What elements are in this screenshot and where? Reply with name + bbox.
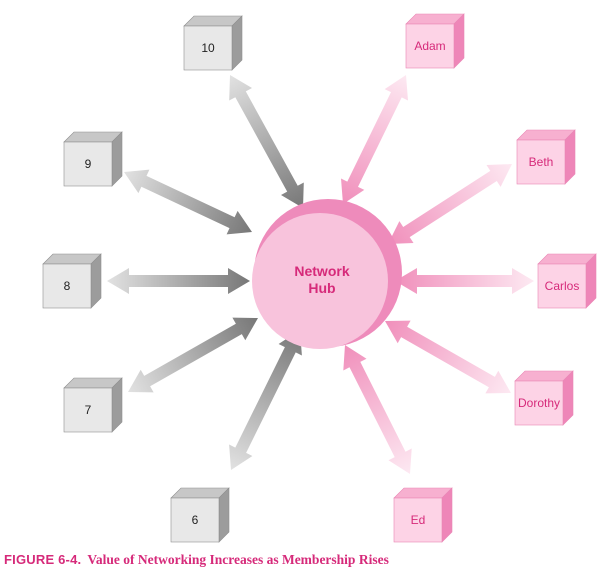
gray-node-6-label: 6 xyxy=(192,513,199,527)
gray-node-8-label: 8 xyxy=(64,279,71,293)
gray-node-8-box-side xyxy=(90,253,102,309)
figure-number: FIGURE 6-4. xyxy=(4,552,82,567)
gray-node-9-box-front xyxy=(63,141,113,187)
gray-node-10-label: 10 xyxy=(201,41,215,55)
network-diagram: Network Hub 10 9 8 7 6 AdamBethCarlosDorothyE… xyxy=(42,13,597,543)
gray-node-6-box: 6 xyxy=(170,487,230,543)
pink-node-dorothy-arrow xyxy=(385,320,511,394)
pink-node-carlos-label: Carlos xyxy=(545,279,580,293)
pink-node-carlos-box-front xyxy=(537,263,587,309)
pink-node-ed-arrow xyxy=(343,345,412,474)
gray-node-9-box-side xyxy=(111,131,123,187)
pink-node-adam-arrow xyxy=(341,75,408,204)
pink-node-dorothy-box-side xyxy=(562,370,574,426)
gray-node-9-box: 9 xyxy=(63,131,123,187)
pink-node-dorothy-box: Dorothy xyxy=(514,370,574,426)
pink-node-ed-box: Ed xyxy=(393,487,453,543)
pink-node-beth-arrow xyxy=(388,164,512,244)
pink-node-dorothy-label: Dorothy xyxy=(518,396,560,410)
pink-node-beth-box: Beth xyxy=(516,129,576,185)
gray-node-9-arrow xyxy=(124,169,252,235)
gray-node-8-box-front xyxy=(42,263,92,309)
pink-node-ed-label: Ed xyxy=(411,513,426,527)
pink-node-adam-label: Adam xyxy=(414,39,445,53)
gray-node-6-arrow xyxy=(229,330,302,470)
pink-node-beth-box-side xyxy=(564,129,576,185)
pink-node-beth-box-front xyxy=(516,139,566,185)
network-hub: Network Hub xyxy=(252,199,402,349)
figure-caption: FIGURE 6-4. Value of Networking Increases… xyxy=(4,551,389,569)
gray-node-7-box-side xyxy=(111,377,123,433)
hub-label-line2: Hub xyxy=(308,280,335,296)
hub-label-line1: Network xyxy=(294,263,349,279)
gray-node-6-box-front xyxy=(170,497,220,543)
pink-node-beth-label: Beth xyxy=(529,155,554,169)
gray-node-8-box: 8 xyxy=(42,253,102,309)
arrows-layer xyxy=(107,75,534,474)
gray-node-10-arrow xyxy=(229,75,304,208)
gray-node-8-arrow xyxy=(107,268,250,294)
gray-node-10-box: 10 xyxy=(183,15,243,71)
pink-node-ed-box-front xyxy=(393,497,443,543)
gray-node-9-label: 9 xyxy=(85,157,92,171)
gray-node-7-arrow xyxy=(128,317,258,393)
gray-node-10-box-side xyxy=(231,15,243,71)
hub-circle xyxy=(252,213,388,349)
pink-node-adam-box-front xyxy=(405,23,455,69)
pink-node-carlos-box-side xyxy=(585,253,597,309)
gray-node-7-box-front xyxy=(63,387,113,433)
figure-title: Value of Networking Increases as Members… xyxy=(87,552,389,567)
gray-node-10-box-front xyxy=(183,25,233,71)
pink-node-dorothy-box-front xyxy=(514,380,564,426)
pink-node-carlos-box: Carlos xyxy=(537,253,597,309)
gray-node-6-box-side xyxy=(218,487,230,543)
pink-node-adam-box-side xyxy=(453,13,465,69)
gray-node-7-label: 7 xyxy=(85,403,92,417)
pink-node-ed-box-side xyxy=(441,487,453,543)
gray-node-7-box: 7 xyxy=(63,377,123,433)
pink-node-adam-box: Adam xyxy=(405,13,465,69)
pink-node-carlos-arrow xyxy=(395,268,534,294)
